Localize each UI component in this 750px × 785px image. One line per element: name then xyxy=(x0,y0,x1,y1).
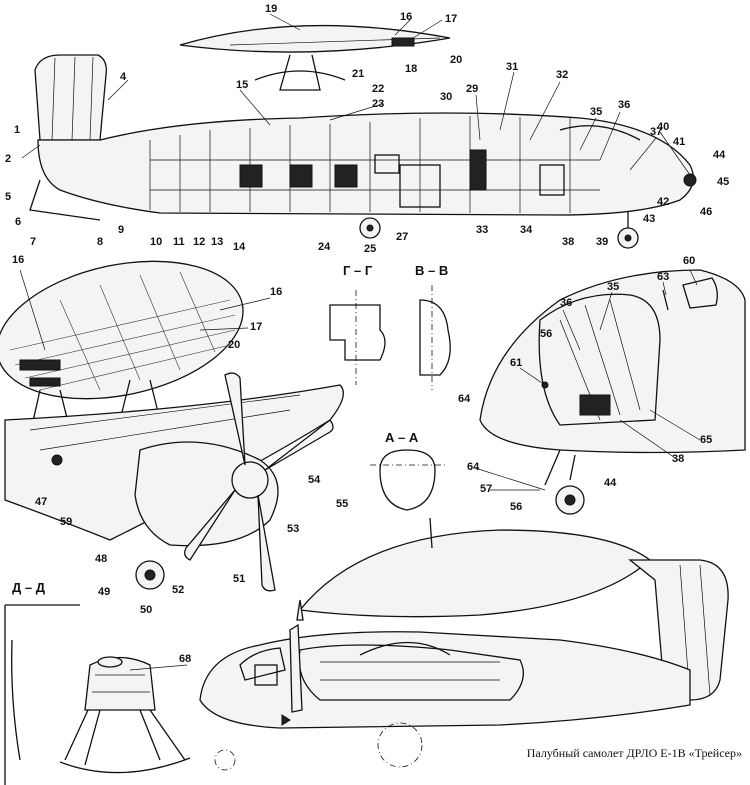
callout-number: 60 xyxy=(683,255,695,267)
callout-number: 50 xyxy=(140,604,152,616)
callout-number: 55 xyxy=(336,498,348,510)
callout-number: 38 xyxy=(562,236,574,248)
callout-number: 20 xyxy=(450,54,462,66)
callout-number: 27 xyxy=(396,231,408,243)
callout-number: 61 xyxy=(510,357,522,369)
callout-number: 41 xyxy=(673,136,685,148)
callout-number: 38 xyxy=(672,453,684,465)
rotodome-underside xyxy=(0,260,244,400)
callout-number: 49 xyxy=(98,586,110,598)
callout-number: 24 xyxy=(318,241,331,253)
callout-number: 40 xyxy=(657,121,669,133)
callout-number: 35 xyxy=(607,281,619,293)
callout-number: 53 xyxy=(287,523,299,535)
callout-number: 45 xyxy=(717,176,729,188)
tail-fin-top xyxy=(34,54,107,141)
section-label: Г – Г xyxy=(343,263,373,278)
callout-number: 32 xyxy=(556,69,568,81)
leader-lines xyxy=(19,13,701,671)
callout-number: 13 xyxy=(211,236,223,248)
callout-number: 48 xyxy=(95,553,107,565)
callout-number: 5 xyxy=(5,191,11,203)
callout-number: 21 xyxy=(352,68,364,80)
fuselage-cutaway xyxy=(37,112,694,216)
callout-number: 39 xyxy=(596,236,608,248)
callout-number: 56 xyxy=(540,328,552,340)
callout-number: 1 xyxy=(14,124,20,136)
callout-number: 31 xyxy=(506,61,518,73)
callout-number: 59 xyxy=(60,516,72,528)
callout-number: 12 xyxy=(193,236,205,248)
callout-number: 29 xyxy=(466,83,478,95)
section-a-a xyxy=(370,449,445,511)
callout-number: 20 xyxy=(228,339,240,351)
drawing-caption: Палубный самолет ДРЛО Е-1В «Трейсер» xyxy=(526,746,742,760)
section-label: Д – Д xyxy=(12,580,46,595)
callout-number: 44 xyxy=(713,149,726,161)
callout-number: 33 xyxy=(476,224,488,236)
callout-number: 37 xyxy=(650,126,662,138)
rotodome-side xyxy=(298,529,652,618)
radome-top xyxy=(179,24,451,53)
callout-number: 16 xyxy=(400,11,412,23)
callout-number: 64 xyxy=(458,393,471,405)
callout-number: 46 xyxy=(700,206,712,218)
callout-number-group: 1 2 4 5 6 7 8 9 10 11 12 13 14 15 16 17 … xyxy=(5,3,729,665)
callout-number: 6 xyxy=(15,216,21,228)
section-label-group: Г – Г В – В А – А Д – Д xyxy=(12,263,448,595)
callout-number: 57 xyxy=(480,483,492,495)
section-g-g xyxy=(329,290,386,385)
side-view xyxy=(199,517,729,771)
callout-number: 63 xyxy=(657,271,669,283)
callout-number: 22 xyxy=(372,83,384,95)
callout-number: 51 xyxy=(233,573,245,585)
callout-number: 15 xyxy=(236,79,248,91)
callout-number: 36 xyxy=(560,297,572,309)
callout-number: 34 xyxy=(520,224,533,236)
callout-number: 9 xyxy=(118,224,124,236)
callout-number: 2 xyxy=(5,153,11,165)
callout-number: 47 xyxy=(35,496,47,508)
callout-number: 17 xyxy=(250,321,262,333)
callout-number: 11 xyxy=(173,236,185,248)
callout-number: 16 xyxy=(12,254,24,266)
cutaway-side-view xyxy=(29,24,697,249)
callout-number: 35 xyxy=(590,106,602,118)
callout-number: 52 xyxy=(172,584,184,596)
callout-number: 25 xyxy=(364,243,376,255)
callout-number: 7 xyxy=(30,236,36,248)
callout-number: 43 xyxy=(643,213,655,225)
callout-number: 36 xyxy=(618,99,630,111)
callout-number: 54 xyxy=(308,474,321,486)
wing-rotodome-view xyxy=(0,260,344,592)
callout-number: 30 xyxy=(440,91,452,103)
callout-number: 4 xyxy=(120,71,127,83)
callout-number: 56 xyxy=(510,501,522,513)
section-label: А – А xyxy=(385,430,419,445)
propeller xyxy=(184,372,334,592)
callout-number: 16 xyxy=(270,286,282,298)
callout-number: 17 xyxy=(445,13,457,25)
nose-cutaway xyxy=(479,269,746,515)
callout-number: 44 xyxy=(604,477,617,489)
callout-number: 64 xyxy=(467,461,480,473)
section-v-v xyxy=(419,285,451,390)
callout-number: 42 xyxy=(657,196,669,208)
callout-number: 65 xyxy=(700,434,712,446)
callout-number: 23 xyxy=(372,98,384,110)
section-d-d xyxy=(4,604,191,785)
callout-number: 14 xyxy=(233,241,246,253)
callout-number: 10 xyxy=(150,236,162,248)
tail-fin-side xyxy=(628,559,729,701)
callout-number: 18 xyxy=(405,63,417,75)
cockpit-cutaway xyxy=(538,293,661,426)
section-label: В – В xyxy=(415,263,448,278)
callout-number: 8 xyxy=(97,236,103,248)
callout-number: 68 xyxy=(179,653,191,665)
callout-number: 19 xyxy=(265,3,277,15)
